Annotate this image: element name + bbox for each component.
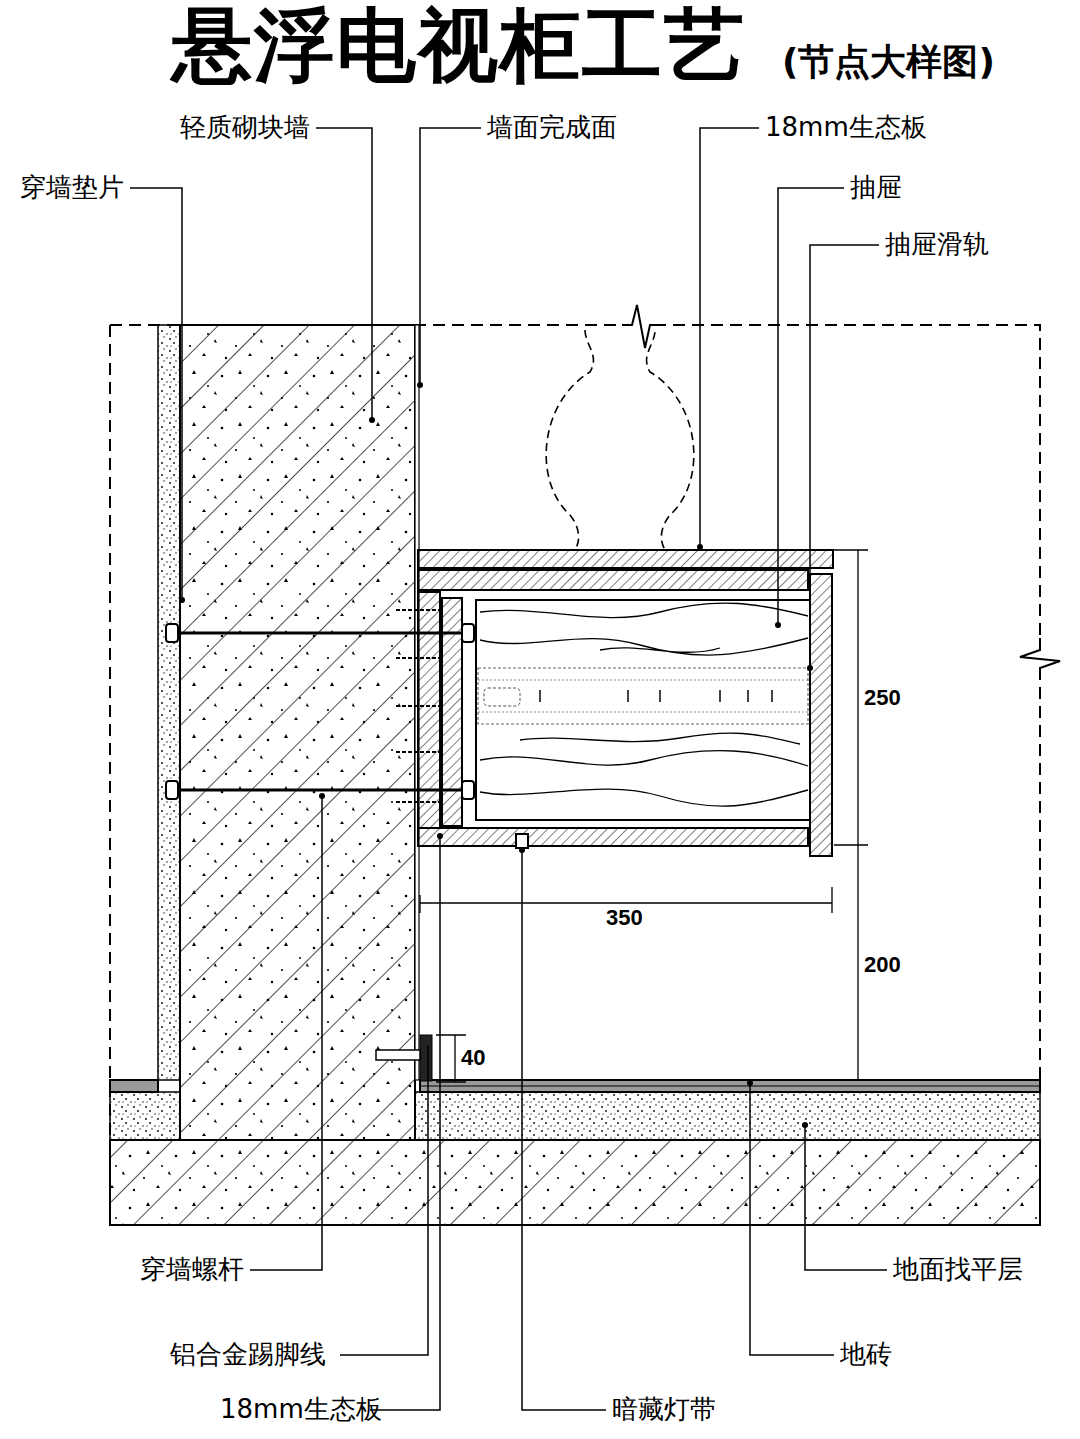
leader-line [700, 128, 759, 546]
bolt-nut [462, 624, 474, 642]
part-name: 铝合金踢脚线 [170, 1340, 326, 1370]
leader-dot [697, 544, 703, 550]
part-name: 抽屉 [850, 173, 902, 203]
leveling-layer [415, 1092, 1040, 1140]
frame-line [110, 325, 1040, 1225]
leader-line [130, 188, 182, 600]
leader-dot [775, 622, 781, 628]
light-strip [516, 834, 528, 848]
block-wall-texture [180, 325, 415, 1140]
bolt-nut [166, 781, 178, 799]
floor-slab [110, 1140, 1040, 1225]
leader-dot [417, 382, 423, 388]
wall-plaster [158, 325, 180, 1080]
drawer-slide [478, 668, 808, 724]
part-name: 18mm生态板 [220, 1395, 382, 1425]
slide-line [478, 680, 808, 681]
floor-slab-texture [110, 1140, 1040, 1225]
top-board [418, 550, 833, 568]
part-name: 穿墙垫片 [20, 173, 124, 203]
subtitle: (节点大样图) [782, 41, 995, 82]
part-name: 墙面完成面 [487, 113, 617, 143]
floor-tile [420, 1080, 1040, 1092]
leader-dot [437, 833, 443, 839]
dimension: 350 [604, 905, 645, 930]
dimension: 200 [862, 952, 903, 977]
part-name: 地砖 [840, 1340, 892, 1370]
leader-dot [519, 847, 525, 853]
part-name: 抽屉滑轨 [885, 230, 989, 260]
leader-lines [130, 128, 887, 1410]
part-name: 穿墙螺杆 [140, 1255, 244, 1285]
part-name: 暗藏灯带 [612, 1395, 716, 1425]
title: 悬浮电视柜工艺 [172, 0, 746, 92]
tile-line [420, 1086, 1040, 1087]
part-name: 18mm生态板 [765, 113, 927, 143]
bottom-board [418, 828, 808, 846]
dimension: 250 [862, 685, 903, 710]
leader-line [750, 1083, 834, 1355]
bolt-nut [166, 624, 178, 642]
leader-dots [179, 382, 813, 1128]
bolt-nut [462, 781, 474, 799]
leader-dot [179, 597, 185, 603]
leader-line [370, 836, 440, 1410]
leader-line [340, 1045, 428, 1355]
leader-line [778, 188, 844, 625]
break-mark [622, 305, 662, 348]
leader-dot [807, 665, 813, 671]
vase-outline [546, 330, 694, 550]
slide-slot [484, 688, 520, 706]
back-board [418, 592, 440, 828]
skirting-clip [376, 1050, 420, 1060]
skirting [420, 1035, 432, 1081]
leader-dot [747, 1080, 753, 1086]
part-name: 轻质砌块墙 [180, 113, 310, 143]
leader-dot [319, 793, 325, 799]
leader-line [522, 850, 606, 1410]
leader-dot [802, 1122, 808, 1128]
drawer-box [476, 600, 810, 820]
dimension: 40 [459, 1045, 487, 1070]
leader-line [250, 796, 322, 1270]
drawer-front [810, 574, 832, 856]
dimension-line [834, 550, 868, 1080]
screws [396, 610, 440, 802]
floor-tile [110, 1080, 158, 1092]
through-bolt [172, 632, 470, 635]
leader-dot [369, 417, 375, 423]
break-mark [1020, 638, 1060, 676]
part-name: 地面找平层 [893, 1255, 1023, 1285]
leader-line [420, 128, 481, 385]
leveling-layer [110, 1092, 180, 1140]
leader-line [810, 245, 879, 668]
leader-line [316, 128, 372, 420]
slide-line [478, 712, 808, 713]
top-board [418, 570, 808, 590]
block-wall [180, 325, 415, 1140]
leader-line [805, 1125, 887, 1270]
through-bolt [172, 789, 470, 792]
slide-holes [540, 690, 772, 702]
